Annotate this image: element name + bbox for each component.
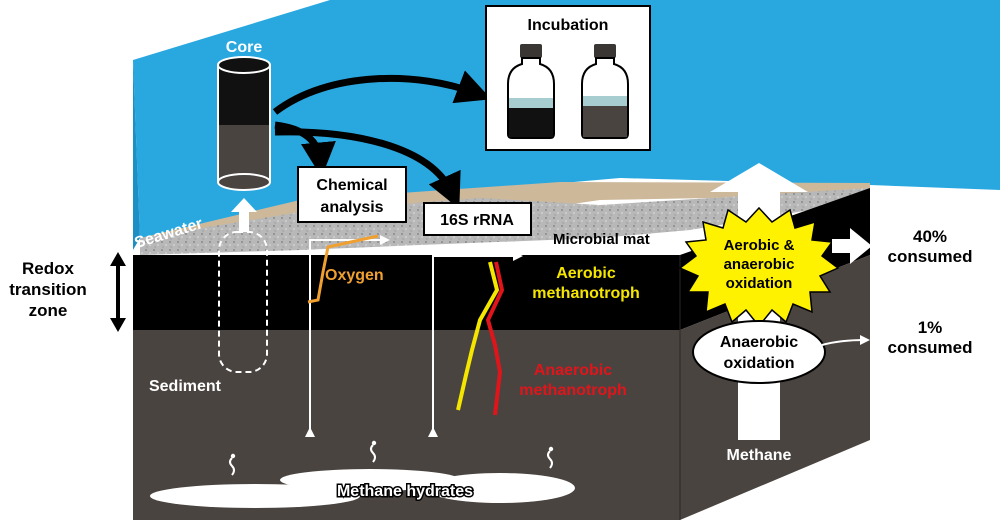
pct40-label-1: 40%: [913, 227, 947, 246]
oxygen-profile-line: [307, 234, 379, 304]
redox-label-1: Redox: [22, 259, 75, 278]
methane-label: Methane: [727, 447, 792, 464]
vial-2: [581, 44, 629, 139]
core-extraction-arrow: [231, 198, 257, 232]
methane-hydrates-label: Methane hydrates: [337, 483, 473, 500]
incubation-label: Incubation: [528, 17, 609, 34]
aerobic-methanotroph-line: [456, 261, 500, 411]
pct1-label-1: 1%: [918, 318, 943, 337]
bubble-squiggle-3: [547, 450, 553, 469]
hydrate-ellipse-1: [150, 484, 360, 508]
redox-zone-double-arrow: [110, 252, 126, 332]
core-cylinder: [217, 56, 271, 191]
arrow-core-to-incubation: [272, 70, 492, 115]
rrna-box: [423, 202, 532, 236]
anaerobic-oxidation-label-1: Anaerobic: [720, 334, 798, 351]
anaerobic-oxidation-ellipse: [692, 320, 826, 384]
microbial-mat-label: Microbial mat: [553, 231, 650, 248]
vial-1: [507, 44, 555, 139]
pct1-label-2: consumed: [887, 338, 972, 357]
aerobic-methanotroph-label-2: methanotroph: [532, 285, 640, 302]
redox-label-2: transition: [9, 280, 86, 299]
redox-label-3: zone: [29, 301, 68, 320]
anaerobic-methanotroph-label-1: Anaerobic: [534, 362, 612, 379]
anaerobic-oxidation-label-2: oxidation: [723, 355, 794, 372]
hydrate-ellipse-2: [280, 469, 460, 491]
sediment-label: Sediment: [149, 378, 222, 395]
chemical-label-1: Chemical: [316, 177, 387, 194]
bubble-squiggle-1: [229, 457, 235, 476]
core-label: Core: [226, 39, 263, 56]
bubble-squiggle-2: [370, 444, 376, 463]
oxygen-label: Oxygen: [325, 267, 384, 284]
arrow-core-to-rrna: [274, 128, 461, 209]
incubation-box: Incubation: [485, 5, 651, 151]
methanotroph-profile-axes: [428, 251, 523, 437]
redox-layer-front: [133, 255, 680, 330]
anaerobic-methanotroph-line: [485, 261, 505, 416]
pct40-label-2: consumed: [887, 247, 972, 266]
chemical-label-2: analysis: [320, 199, 383, 216]
aerobic-methanotroph-label-1: Aerobic: [556, 265, 616, 282]
chemical-analysis-box: [297, 166, 407, 223]
rrna-label: 16S rRNA: [440, 212, 514, 229]
both-oxidation-label-1: Aerobic &: [724, 237, 795, 254]
both-oxidation-label-2: anaerobic: [724, 256, 795, 273]
both-oxidation-label-3: oxidation: [726, 275, 793, 292]
anaerobic-methanotroph-label-2: methanotroph: [519, 382, 627, 399]
seawater-left-face: [133, 60, 140, 250]
arrow-to-40-percent: [832, 228, 872, 264]
hydrate-ellipse-3: [425, 473, 575, 503]
arrow-to-1-percent: [821, 335, 870, 346]
